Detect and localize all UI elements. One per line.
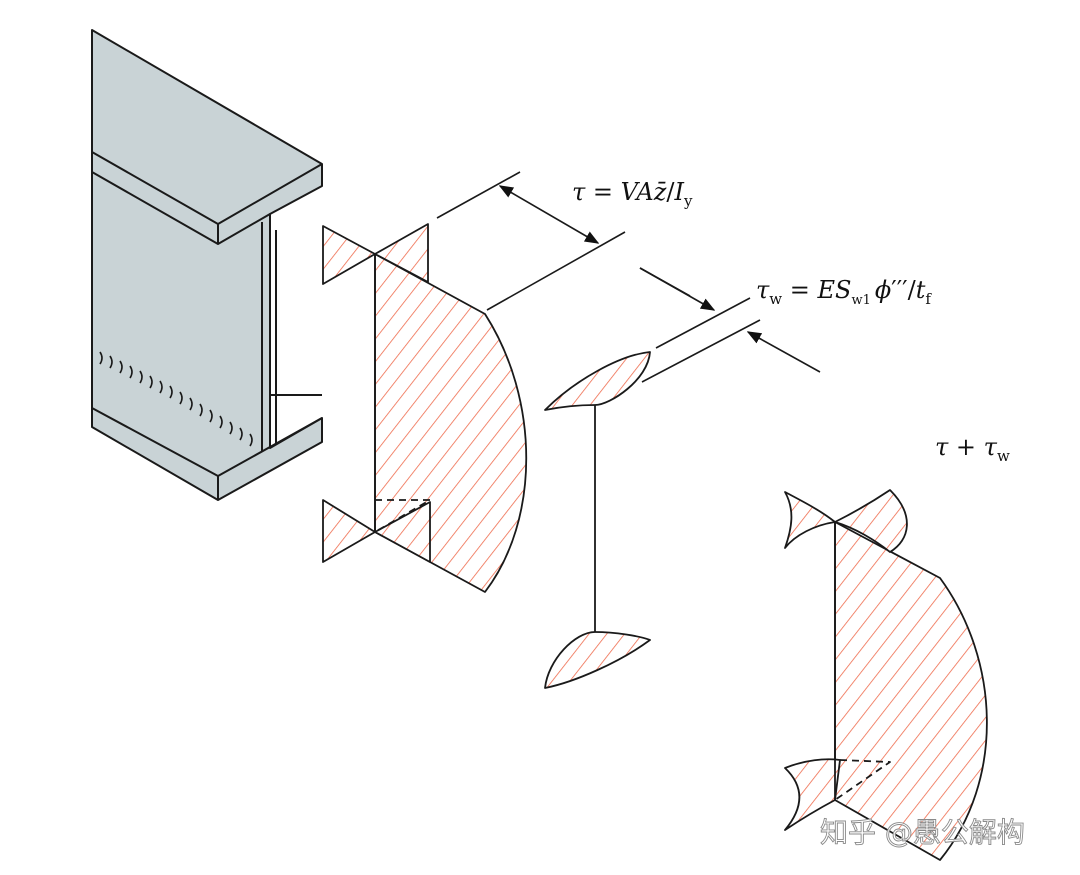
bottom-flange-warping-lens xyxy=(544,631,651,689)
ext-line-2c xyxy=(641,319,761,383)
hidden-edge xyxy=(374,499,431,533)
combined-top-right-lens xyxy=(834,489,908,553)
combined-hidden-edge xyxy=(834,759,891,801)
dimension-lines xyxy=(436,171,821,383)
i-beam-top-flange-edge xyxy=(91,151,323,245)
web-parabola-region xyxy=(374,253,528,593)
dim-arrow-1 xyxy=(498,185,600,244)
shear-formula-label: τ = VAz̄/Iy xyxy=(572,178,693,210)
watermark: 知乎 @愚公解构 xyxy=(820,816,1025,849)
i-beam xyxy=(91,29,323,501)
i-beam-fillet-marks xyxy=(99,351,253,447)
combined-bottom-left-lens xyxy=(784,758,841,831)
top-flange-warping-lens xyxy=(544,351,651,411)
warping-shear-distribution xyxy=(544,351,651,689)
top-flange-triangle-right xyxy=(374,223,429,283)
i-beam-body xyxy=(91,29,323,501)
ext-line-1a xyxy=(436,171,521,219)
combined-top-left-lens xyxy=(784,491,836,549)
combined-web-region xyxy=(834,521,988,861)
shear-stress-distribution xyxy=(322,223,528,593)
combined-stress-distribution xyxy=(784,489,988,861)
i-beam-bottom-flange-edge xyxy=(91,394,323,500)
ext-line-2b xyxy=(655,297,751,349)
ext-line-1b xyxy=(486,231,626,311)
dim-arrow-2a xyxy=(639,267,716,311)
bottom-flange-triangle-left xyxy=(322,499,376,563)
dim-arrow-2b xyxy=(746,331,821,373)
combined-label: τ + τw xyxy=(935,433,1010,465)
i-beam-web-edge xyxy=(261,222,277,452)
top-flange-triangle-left xyxy=(322,225,376,285)
